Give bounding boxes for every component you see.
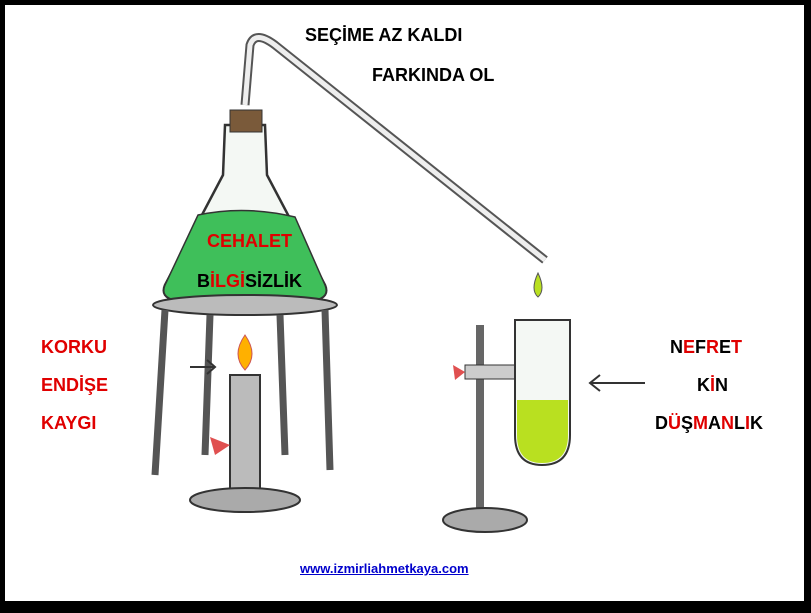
title-line-1: SEÇİME AZ KALDI xyxy=(305,25,463,45)
label-segment: T xyxy=(731,337,743,357)
burner xyxy=(229,374,261,491)
tripod-ring xyxy=(152,294,338,316)
right-label-kin: KİN xyxy=(697,375,728,396)
tripod-legs xyxy=(151,309,334,476)
right-label-nefret: NEFRET xyxy=(670,337,742,358)
tube-liquid xyxy=(517,400,568,463)
label-segment: A xyxy=(708,413,722,433)
arrow-right-icon xyxy=(190,359,217,375)
flask-liquid xyxy=(163,209,327,301)
flame-icon xyxy=(237,334,253,371)
flask-label-2: BİLGİSİZLİK xyxy=(197,271,302,292)
label-segment: N xyxy=(715,375,729,395)
chemistry-illustration xyxy=(151,33,645,533)
label-segment: İ xyxy=(710,375,716,395)
label-segment: Ş xyxy=(681,413,694,433)
label-segment: K xyxy=(697,375,710,395)
label-segment: E xyxy=(683,337,696,357)
label-segment: F xyxy=(695,337,707,357)
label-segment: D xyxy=(655,413,668,433)
label-segment: I xyxy=(745,413,751,433)
drop-icon xyxy=(533,271,543,298)
valve-icon xyxy=(210,437,230,455)
right-label-dusmanlik: DÜŞMANLIK xyxy=(655,413,763,434)
label-segment: CEHALET xyxy=(207,231,292,251)
left-label-korku: KORKU xyxy=(41,337,107,357)
label-segment: E xyxy=(719,337,732,357)
label-segment: SİZLİK xyxy=(245,271,302,291)
arrow-left-icon xyxy=(588,374,645,392)
label-segment: B xyxy=(197,271,210,291)
label-segment: Ü xyxy=(668,413,681,433)
cork xyxy=(229,109,263,133)
left-label-kaygi: KAYGI xyxy=(41,413,97,433)
label-segment: N xyxy=(670,337,683,357)
label-segment: N xyxy=(721,413,735,433)
canvas: SEÇİME AZ KALDI FARKINDA OL CEHALET BİLG… xyxy=(5,5,804,601)
label-segment: M xyxy=(693,413,709,433)
title-line-2: FARKINDA OL xyxy=(372,65,495,85)
left-label-endise: ENDİŞE xyxy=(41,375,109,395)
flask-label-1: CEHALET xyxy=(207,231,292,252)
label-segment: İLGİ xyxy=(210,271,245,291)
label-segment: R xyxy=(706,337,720,357)
website-link[interactable]: www.izmirliahmetkaya.com xyxy=(300,561,469,576)
label-segment: L xyxy=(734,413,746,433)
label-segment: K xyxy=(750,413,764,433)
